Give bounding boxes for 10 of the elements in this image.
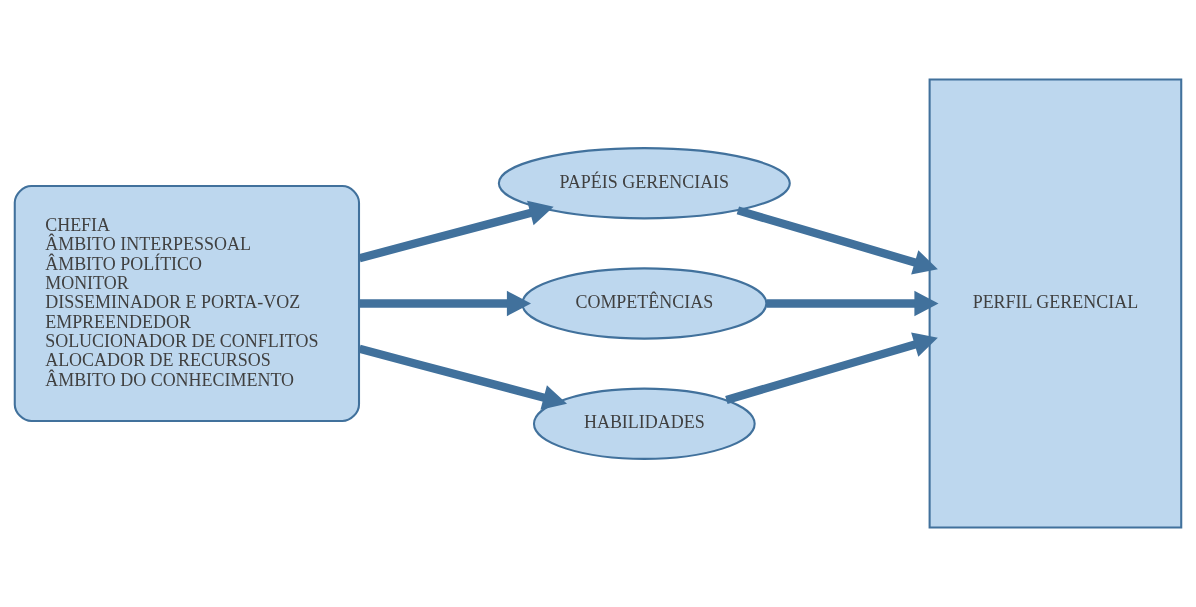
arrow: [358, 200, 554, 263]
node-box: CHEFIA ÂMBITO INTERPESSOAL ÂMBITO POLÍTICO MONITOR DISSEMINADOR E PORTA-VOZ EMPREENDEDOR SOLUCIONADOR DE CONFLITOS ALOCADOR DE RECURSOS ÂMBITO DO CONHECIMENTO: [13, 184, 361, 423]
node-box: PERFIL GERENCIAL: [928, 78, 1183, 529]
arrow: [358, 344, 568, 410]
arrow: [725, 332, 938, 404]
node-ellipse: COMPETÊNCIAS: [521, 267, 768, 340]
arrow: [736, 206, 938, 275]
arrow: [766, 290, 939, 317]
node-ellipse: PAPÉIS GERENCIAIS: [497, 147, 791, 220]
arrow: [359, 290, 532, 317]
